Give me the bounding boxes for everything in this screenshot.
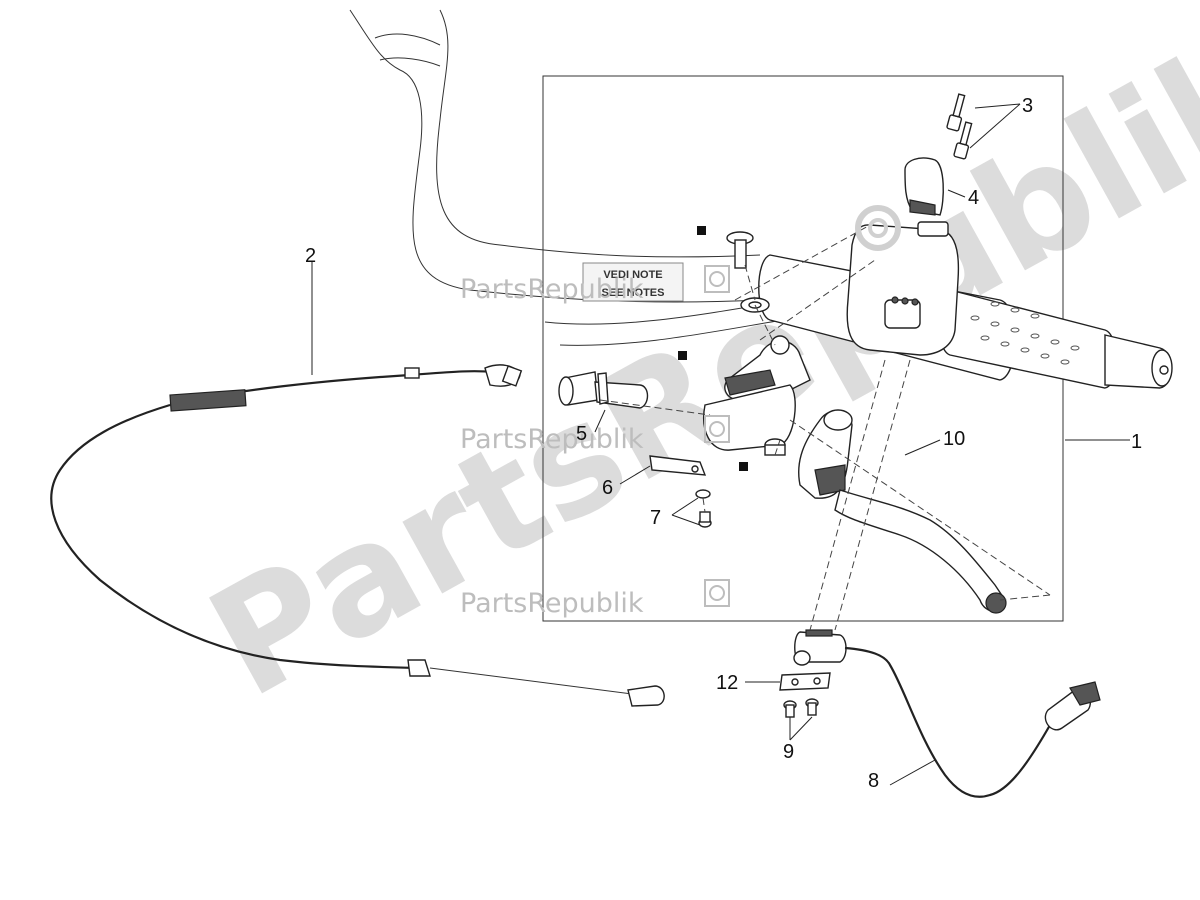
assembly-lines (599, 224, 1051, 631)
clamp-cap-item-4 (904, 157, 944, 216)
pivot-pin (726, 231, 754, 269)
leader-lines (311, 103, 1130, 786)
watermark-gear-large (855, 205, 901, 251)
see-notes-box: VEDI NOTE SEE NOTES (582, 262, 684, 302)
see-notes-line-2: SEE NOTES (602, 287, 665, 299)
callout-4: 4 (968, 187, 979, 209)
lever-item-10 (798, 409, 1007, 614)
note-markers (678, 226, 748, 471)
screws-item-9 (783, 698, 819, 718)
gear-icon (704, 415, 730, 443)
callout-3: 3 (1022, 95, 1033, 117)
clutch-switch-item-8 (793, 629, 1101, 798)
bushing (764, 438, 786, 456)
watermark-small-1: PartsRepublik (460, 265, 730, 305)
fasteners-item-7 (695, 489, 712, 528)
switch-housing (846, 221, 960, 356)
callout-9: 9 (783, 741, 794, 763)
adjuster-item-5 (558, 371, 649, 409)
watermark-text: PartsRepublik (460, 424, 644, 455)
callout-10: 10 (943, 428, 965, 450)
callout-2: 2 (305, 245, 316, 267)
callout-6: 6 (602, 477, 613, 499)
callout-12: 12 (716, 672, 738, 694)
square-marker (739, 462, 748, 471)
watermark-text: PartsRepublik (460, 274, 644, 305)
watermark-small-3: PartsRepublik (460, 579, 730, 619)
watermark-small-2: PartsRepublik (460, 415, 730, 455)
watermark-text: PartsRepublik (460, 588, 644, 619)
callout-5: 5 (576, 423, 587, 445)
gear-icon (704, 265, 730, 293)
callout-1: 1 (1131, 431, 1142, 453)
plate-item-6 (649, 455, 707, 476)
screws-item-3 (946, 93, 973, 160)
square-marker (697, 226, 706, 235)
plate-item-12 (779, 672, 831, 691)
clutch-cable-item-2 (50, 364, 665, 707)
callouts: 1 2 3 4 5 6 7 8 9 10 12 (305, 95, 1142, 792)
see-notes-line-1: VEDI NOTE (603, 269, 662, 281)
square-marker (678, 351, 687, 360)
callout-7: 7 (650, 507, 661, 529)
gear-icon (704, 579, 730, 607)
callout-8: 8 (868, 770, 879, 792)
